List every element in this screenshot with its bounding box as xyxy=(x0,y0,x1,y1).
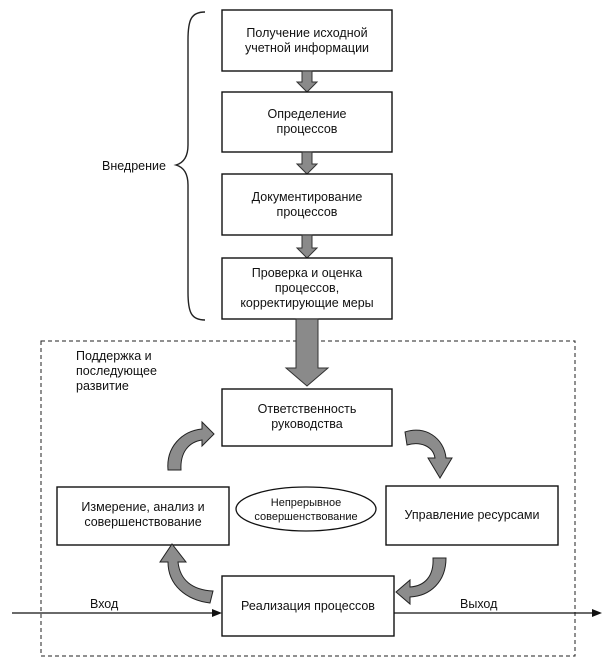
arrow-step-1-2 xyxy=(295,70,319,93)
step-4-line-1: Проверка и оценка xyxy=(252,266,362,280)
management-responsibility-box: Ответственность руководства xyxy=(221,388,393,447)
ellipse-line-2: совершенствование xyxy=(254,511,357,523)
arrow-step-2-3 xyxy=(295,151,319,175)
left-box-line-1: Измерение, анализ и xyxy=(81,500,204,514)
top-box-line-1: Ответственность xyxy=(258,402,357,416)
bottom-box-line-1: Реализация процессов xyxy=(241,599,375,613)
support-label-line-3: развитие xyxy=(76,379,129,393)
resource-management-box: Управление ресурсами xyxy=(385,485,559,546)
support-label-line-2: последующее xyxy=(76,364,157,378)
cycle-arrow-top-right xyxy=(404,429,453,479)
cycle-arrow-bottom-right xyxy=(395,557,447,606)
step-box-1: Получение исходной учетной информации xyxy=(221,9,393,72)
implementation-brace xyxy=(173,11,206,321)
right-box-line-1: Управление ресурсами xyxy=(405,508,540,522)
measurement-analysis-box: Измерение, анализ и совершенствование xyxy=(56,486,230,546)
output-arrowhead xyxy=(592,609,602,617)
input-arrowhead xyxy=(212,609,222,617)
process-realization-box: Реализация процессов xyxy=(221,575,395,637)
cycle-arrow-bottom-left xyxy=(159,543,214,604)
step-box-4: Проверка и оценка процессов, корректирую… xyxy=(221,257,393,320)
cycle-arrow-top-left xyxy=(167,420,215,471)
step-1-line-2: учетной информации xyxy=(245,41,369,55)
arrow-into-support xyxy=(284,318,330,387)
step-3-line-2: процессов xyxy=(277,205,338,219)
step-4-line-3: корректирующие меры xyxy=(240,296,373,310)
left-box-line-2: совершенствование xyxy=(84,515,201,529)
step-2-line-2: процессов xyxy=(277,122,338,136)
step-3-line-1: Документирование xyxy=(252,190,363,204)
step-2-line-1: Определение xyxy=(267,107,346,121)
step-box-2: Определение процессов xyxy=(221,91,393,153)
support-label-line-1: Поддержка и xyxy=(76,349,152,363)
output-label: Выход xyxy=(460,597,498,611)
implementation-label: Внедрение xyxy=(102,159,166,173)
step-box-3: Документирование процессов xyxy=(221,173,393,236)
input-label: Вход xyxy=(90,597,119,611)
ellipse-line-1: Непрерывное xyxy=(271,497,341,509)
arrow-step-3-4 xyxy=(295,234,319,259)
continuous-improvement-ellipse: Непрерывное совершенствование xyxy=(235,486,377,532)
step-1-line-1: Получение исходной xyxy=(246,26,367,40)
step-4-line-2: процессов, xyxy=(275,281,339,295)
top-box-line-2: руководства xyxy=(271,417,343,431)
